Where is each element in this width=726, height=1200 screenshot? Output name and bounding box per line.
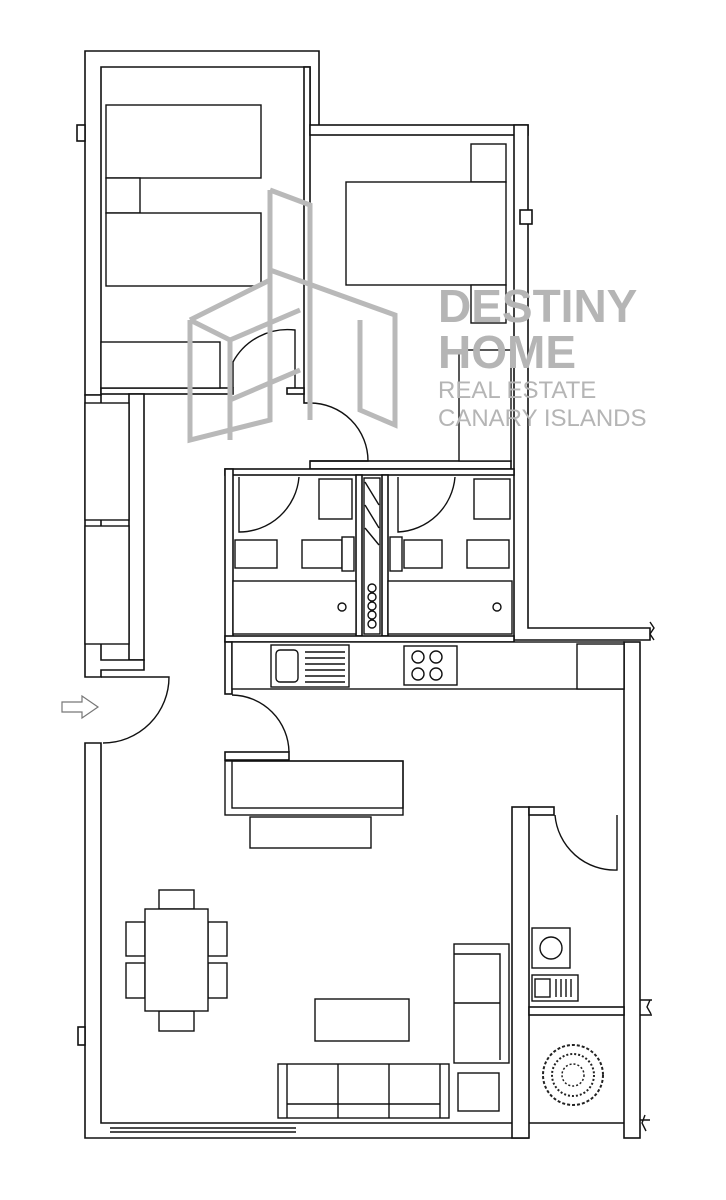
chair	[207, 962, 228, 999]
walls	[76, 50, 655, 1139]
toilet	[301, 539, 343, 569]
sofa	[277, 1063, 450, 1119]
washing-machine	[531, 927, 571, 969]
watermark-logo	[187, 187, 398, 444]
side-table	[457, 1072, 500, 1112]
bedroom2-furniture	[345, 143, 512, 462]
bedroom1-door	[232, 328, 296, 388]
bed	[105, 104, 262, 179]
arrow-right-icon	[61, 694, 100, 720]
bathroom-fixtures	[232, 477, 513, 635]
chair	[158, 1010, 195, 1032]
kitchen	[231, 641, 625, 690]
dining-table	[144, 908, 209, 1012]
fridge	[576, 643, 625, 690]
bedroom2-door	[309, 402, 369, 462]
chair	[158, 889, 195, 910]
bathroom2-door	[397, 476, 456, 533]
entrance-door	[101, 676, 170, 744]
laundry	[531, 927, 579, 1002]
chair	[125, 921, 146, 957]
wardrobe	[100, 341, 221, 389]
plant-icon	[542, 1044, 604, 1106]
watermark-brand-line1: DESTINY	[438, 280, 637, 332]
bidet	[234, 539, 278, 569]
bathtub	[387, 580, 513, 635]
hob	[403, 645, 458, 686]
watermark-tagline2: CANARY ISLANDS	[438, 405, 647, 432]
nightstand	[470, 143, 507, 183]
chair	[125, 962, 146, 999]
chair	[207, 921, 228, 957]
wardrobe	[458, 349, 512, 462]
bed	[345, 181, 507, 286]
bidet	[466, 539, 510, 569]
coffee-table	[314, 998, 410, 1042]
bathroom1-door	[238, 476, 300, 533]
bedroom1-furniture	[100, 104, 262, 389]
sink	[318, 478, 353, 520]
kitchen-island	[224, 760, 404, 816]
laundry-door	[554, 814, 618, 871]
watermark-brand-line2: HOME	[438, 326, 576, 378]
doors	[101, 328, 618, 871]
kitchen-door	[231, 694, 290, 753]
toilet	[403, 539, 443, 569]
sink	[473, 478, 511, 520]
watermark-tagline1: REAL ESTATE	[438, 377, 596, 404]
nightstand	[105, 177, 141, 214]
nightstand	[470, 284, 507, 324]
tv-unit	[249, 816, 372, 849]
living-furniture	[125, 760, 510, 1119]
bathtub	[232, 580, 357, 635]
bed	[105, 212, 262, 287]
